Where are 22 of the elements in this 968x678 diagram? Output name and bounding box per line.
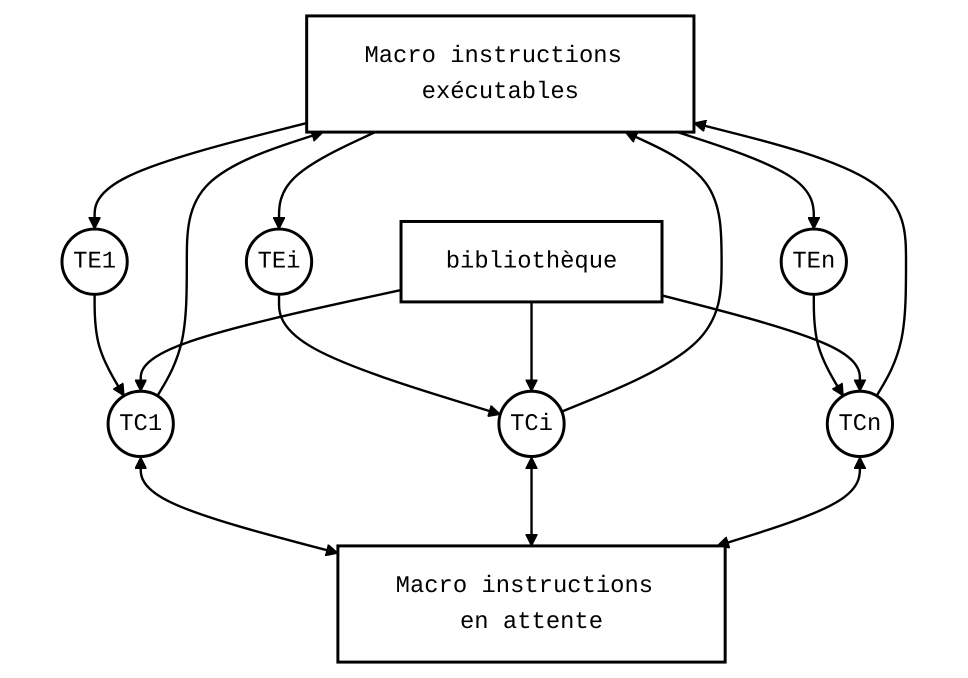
arrow	[134, 456, 338, 556]
node-circle: TCn	[826, 390, 894, 458]
arrow	[716, 456, 866, 549]
arrow	[272, 131, 376, 230]
arrow	[278, 294, 501, 418]
node-circle: TC1	[106, 390, 175, 458]
arrow	[524, 456, 538, 546]
node-circle: TEn	[780, 228, 848, 296]
arrow	[561, 131, 723, 413]
node-box: Macro instructions en attente	[336, 544, 727, 664]
node-circle: TE1	[60, 228, 129, 296]
arrow	[134, 288, 402, 392]
arrow	[88, 122, 307, 230]
arrow	[524, 302, 538, 392]
arrow	[812, 294, 844, 396]
node-box: bibliothèque	[400, 220, 664, 304]
arrow	[93, 294, 125, 396]
node-circle: TEi	[244, 228, 314, 296]
arrow	[662, 294, 866, 392]
arrow	[693, 120, 908, 396]
node-box: Macro instructions exécutables	[305, 14, 696, 134]
node-circle: TCi	[497, 390, 566, 458]
